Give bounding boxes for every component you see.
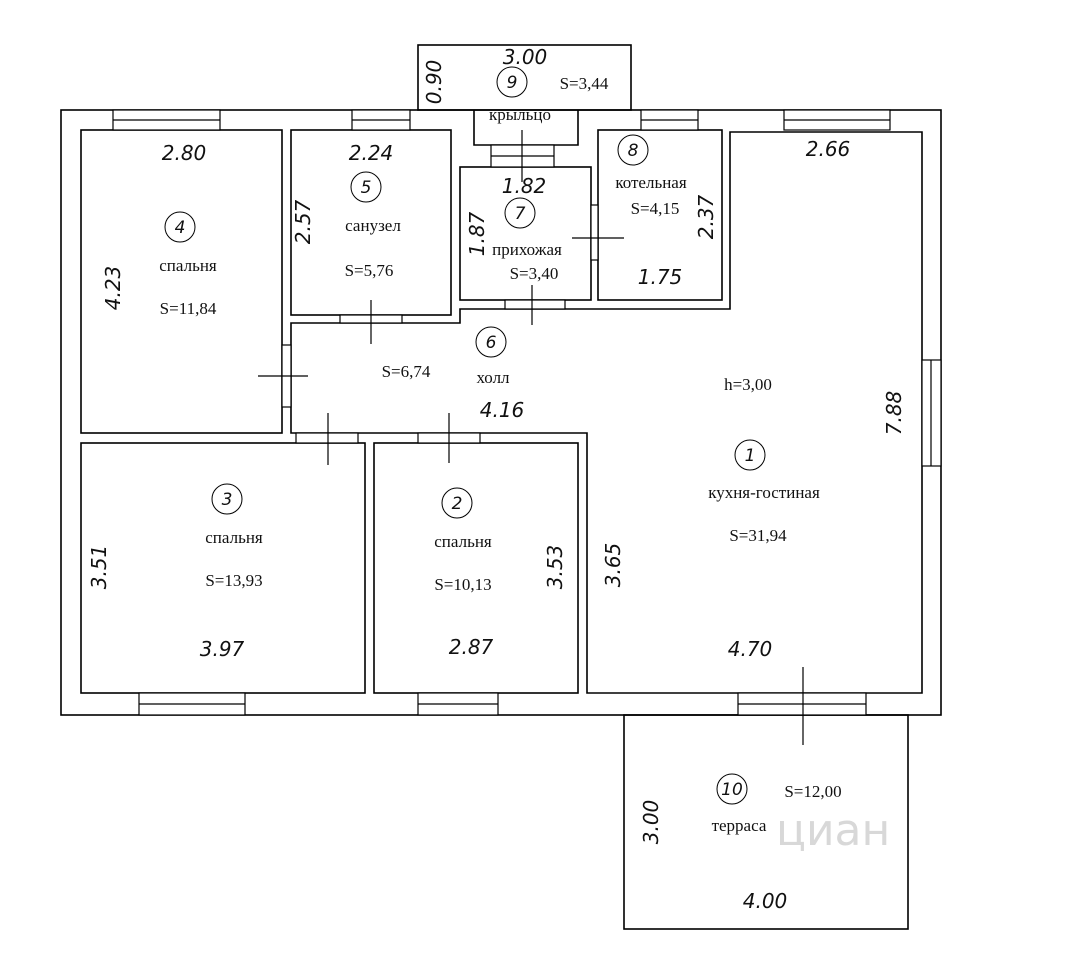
room-number: 4 — [175, 218, 186, 238]
dimension-label: 4.00 — [743, 889, 788, 913]
dimension-labels: 3.00 0.90 2.80 4.23 2.24 2.57 1.82 1.87 … — [87, 45, 906, 913]
room-number-circle — [475, 326, 507, 358]
dimension-label: 2.37 — [694, 194, 718, 239]
room-number: 6 — [486, 333, 497, 353]
room-number-circle — [734, 439, 766, 471]
room-number-circle — [504, 197, 536, 229]
watermark: циан — [776, 805, 890, 856]
dimension-label: 0.90 — [422, 60, 446, 105]
room-number: 7 — [515, 204, 526, 224]
room-number-circle — [496, 66, 528, 98]
room-number-circle — [716, 773, 748, 805]
door — [295, 432, 359, 444]
dimension-label: 3.65 — [601, 543, 625, 588]
dimension-label: 1.75 — [638, 265, 683, 289]
room-area: S=5,76 — [345, 261, 394, 280]
room-area: S=13,93 — [205, 571, 262, 590]
room-number: 10 — [721, 780, 743, 800]
windows — [112, 109, 942, 716]
dimension-label: 3.53 — [543, 545, 567, 590]
dimension-label: 1.87 — [465, 211, 489, 256]
dimension-label: 2.80 — [162, 141, 207, 165]
room-name: санузел — [345, 216, 401, 235]
room-number: 1 — [745, 446, 756, 466]
room-number: 3 — [222, 490, 233, 510]
room-name: крыльцо — [489, 105, 551, 124]
room-number-circle — [617, 134, 649, 166]
room-area: S=31,94 — [729, 526, 787, 545]
room-number-circle — [164, 211, 196, 243]
door — [504, 299, 566, 310]
room-labels: кухня-гостиная S=31,94 h=3,00 спальня S=… — [159, 74, 841, 835]
dimension-label: 3.00 — [503, 45, 548, 69]
dimension-label: 4.16 — [480, 398, 525, 422]
room-number: 8 — [628, 141, 639, 161]
dimension-label: 2.87 — [449, 635, 494, 659]
room-name: прихожая — [492, 240, 562, 259]
room-name: терраса — [712, 816, 767, 835]
doors — [258, 130, 804, 745]
dimension-label: 3.51 — [87, 545, 111, 590]
room-area: S=12,00 — [784, 782, 841, 801]
room-number-markers: 1 2 3 4 5 6 7 8 9 10 — [164, 66, 766, 805]
dimension-label: 4.70 — [728, 637, 773, 661]
dimension-label: 2.57 — [291, 199, 315, 244]
room-area: S=3,44 — [560, 74, 609, 93]
room-number: 9 — [507, 73, 518, 93]
room-number: 5 — [361, 178, 372, 198]
room-area: S=4,15 — [631, 199, 680, 218]
dimension-label: 3.97 — [200, 637, 245, 661]
room-number-circle — [350, 171, 382, 203]
room-name: спальня — [205, 528, 263, 547]
room-name: кухня-гостиная — [708, 483, 820, 502]
ceiling-height: h=3,00 — [724, 375, 772, 394]
dimension-label: 2.24 — [349, 141, 394, 165]
room-name: спальня — [434, 532, 492, 551]
room-number-circle — [211, 483, 243, 515]
room-area: S=3,40 — [510, 264, 559, 283]
room-name: спальня — [159, 256, 217, 275]
dimension-label: 2.66 — [806, 137, 851, 161]
room-number: 2 — [452, 494, 463, 514]
dimension-label: 3.00 — [639, 800, 663, 845]
room-area: S=10,13 — [434, 575, 491, 594]
room-area: S=11,84 — [160, 299, 217, 318]
dimension-label: 4.23 — [101, 266, 125, 311]
room-name: котельная — [615, 173, 687, 192]
dimension-label: 7.88 — [882, 391, 906, 436]
room-area: S=6,74 — [382, 362, 431, 381]
door — [590, 204, 599, 261]
room-number-circle — [441, 487, 473, 519]
dimension-label: 1.82 — [502, 174, 547, 198]
room-name: холл — [476, 368, 510, 387]
